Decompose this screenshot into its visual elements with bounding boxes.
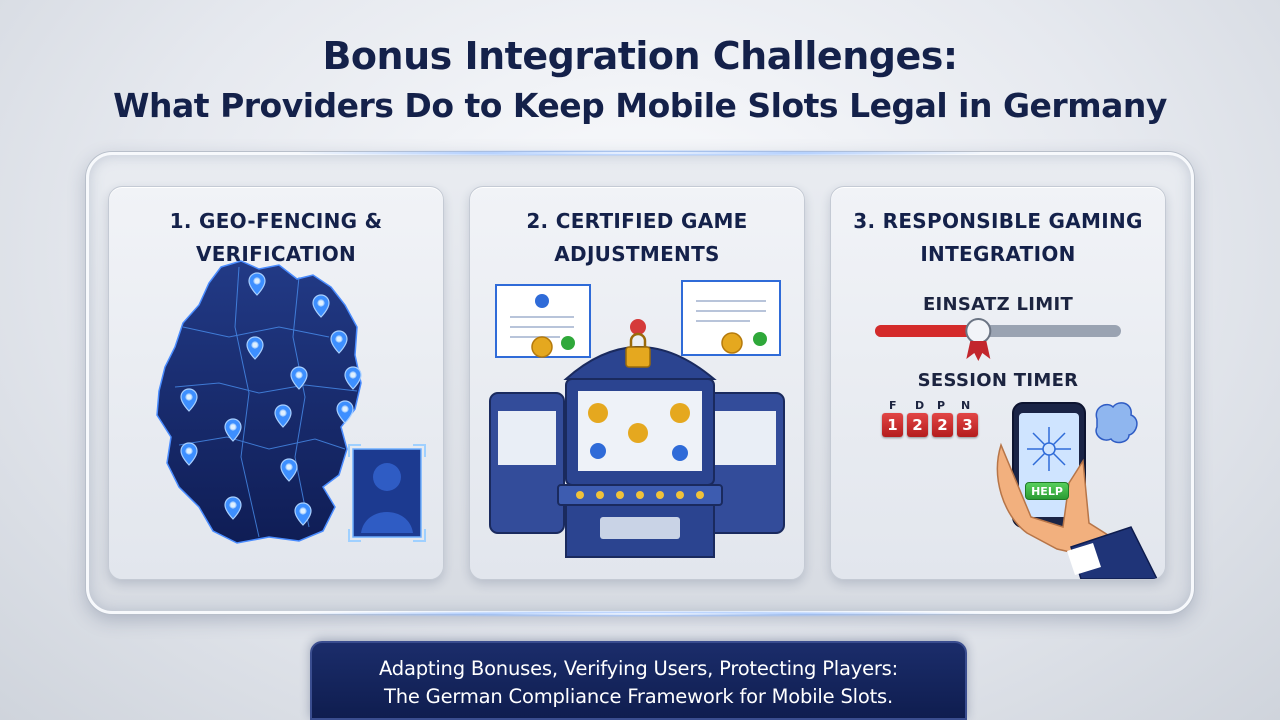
timer-digit: 3 [957,413,978,437]
location-pin-icon [336,400,354,424]
location-pin-icon [290,366,308,390]
footer-line-1: Adapting Bonuses, Verifying Users, Prote… [378,657,899,680]
lock-icon [625,332,651,368]
location-pin-icon [280,458,298,482]
timer-digit: 2 [907,413,928,437]
gear-icon [590,443,688,461]
help-button[interactable]: HELP [1025,482,1069,500]
germany-map-illustration [156,260,426,544]
slot-machine-illustration [489,280,785,558]
timer-tab-letter: P [937,399,946,412]
location-pin-icon [224,496,242,520]
glow-top-decoration [300,150,980,156]
timer-digit: 2 [932,413,953,437]
gear-icon [588,403,690,443]
footer-line-2: The German Compliance Framework for Mobi… [384,685,893,708]
network-icon [1027,427,1071,471]
session-timer-label: SESSION TIMER [917,370,1079,391]
location-pin-icon [246,336,264,360]
location-pin-icon [180,442,198,466]
timer-tab-letter: D [915,399,925,412]
hand [996,442,1158,579]
page-subtitle: What Providers Do to Keep Mobile Slots L… [113,86,1167,125]
footer-banner: Adapting Bonuses, Verifying Users, Prote… [310,641,967,720]
location-pin-icon [224,418,242,442]
einsatz-limit-label: EINSATZ LIMIT [922,294,1074,315]
brain-icon [1095,402,1138,444]
timer-tab-letter: N [961,399,971,412]
location-pin-icon [274,404,292,428]
location-pin-icon [344,366,362,390]
location-pins [180,272,362,526]
slider-knob [965,318,992,344]
certificate-icon [495,284,591,358]
timer-digit: 1 [882,413,903,437]
glow-bottom-decoration [300,611,980,617]
panel-title: 1. GEO-FENCING & VERIFICATION [169,209,383,266]
location-pin-icon [312,294,330,318]
location-pin-icon [180,388,198,412]
panel-certified-games: 2. CERTIFIED GAME ADJUSTMENTS [469,186,805,580]
page-title: Bonus Integration Challenges: [322,34,958,78]
panel-geo-fencing: 1. GEO-FENCING & VERIFICATION [108,186,444,580]
location-pin-icon [330,330,348,354]
panel-title: 3. RESPONSIBLE GAMING INTEGRATION [853,209,1143,266]
location-pin-icon [294,502,312,526]
einsatz-limit-slider [875,318,1121,361]
panel-title: 2. CERTIFIED GAME ADJUSTMENTS [526,209,748,266]
ribbon-icon [966,341,991,361]
face-scan-icon [348,444,426,542]
slot-machine [489,319,785,558]
certificate-icon [681,280,781,356]
location-pin-icon [248,272,266,296]
panel-responsible-gaming: 3. RESPONSIBLE GAMING INTEGRATION EINSAT… [830,186,1166,580]
germany-map [156,260,362,544]
slider-fill [875,325,979,337]
timer-tab-letter: F [889,399,897,412]
